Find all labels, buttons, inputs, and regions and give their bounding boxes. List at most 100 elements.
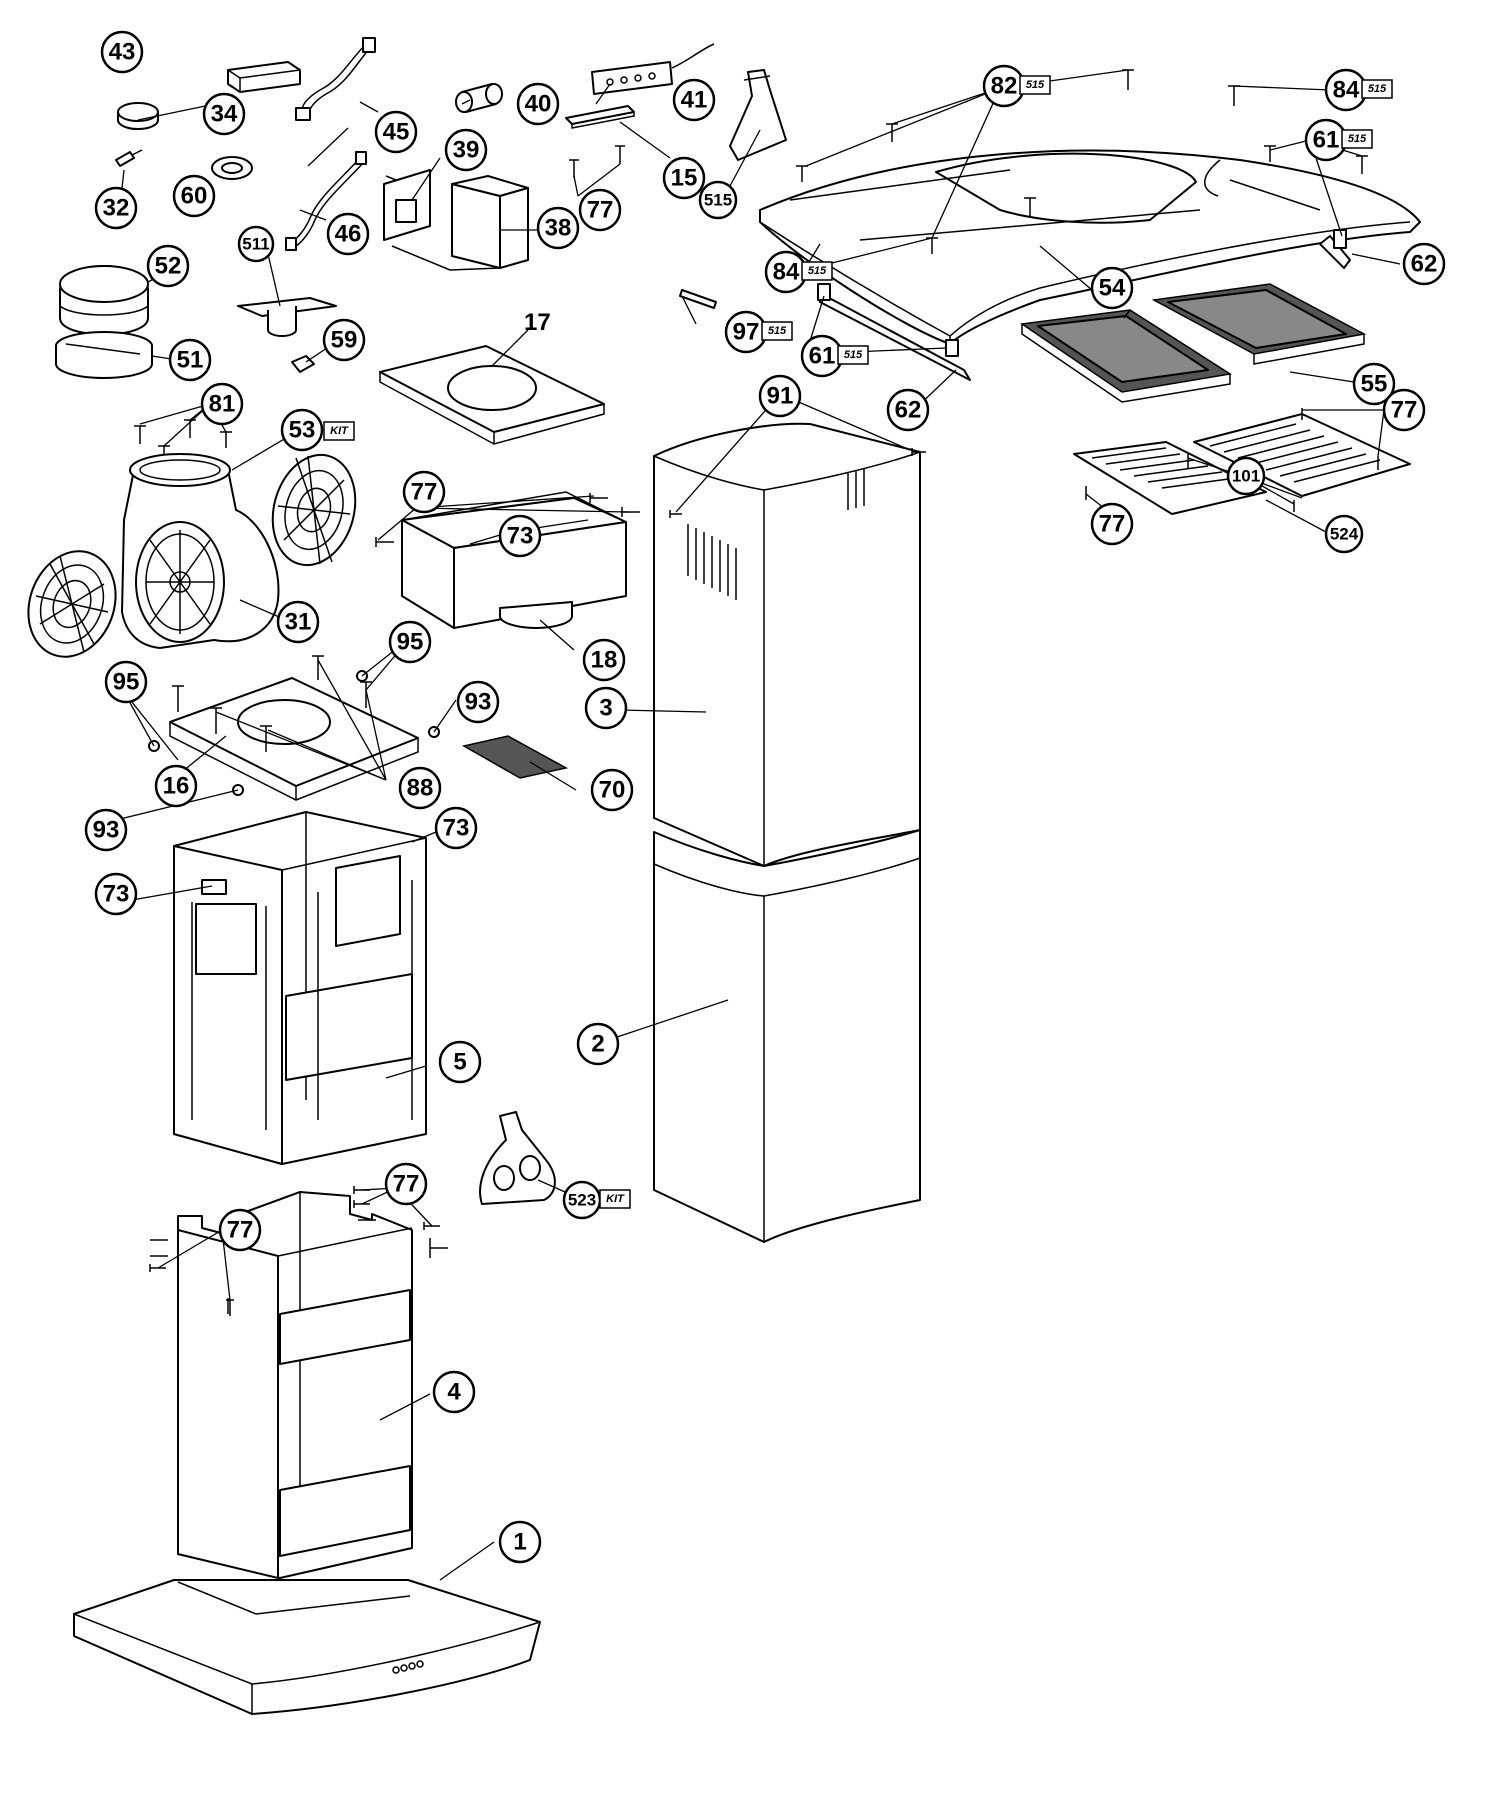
callout-17: 17 xyxy=(524,309,551,336)
tag-84b-515: 515 xyxy=(808,265,827,277)
callout-45: 45 xyxy=(383,119,410,146)
callout-60: 60 xyxy=(181,183,208,210)
part-38-junction-box xyxy=(391,175,529,271)
part-41-control-board xyxy=(591,43,715,95)
callout-2: 2 xyxy=(591,1031,604,1058)
callout-73-c: 73 xyxy=(103,881,130,908)
tag-82-515: 515 xyxy=(1026,79,1045,91)
callout-95-a: 95 xyxy=(397,629,424,656)
tag-61b-515: 515 xyxy=(844,349,863,361)
part-511-duct-connector xyxy=(237,297,337,337)
callout-51: 51 xyxy=(177,347,204,374)
part-43-cap xyxy=(117,102,159,130)
part-3-upper-chimney-cover xyxy=(653,422,921,867)
callout-34: 34 xyxy=(211,101,238,128)
callout-41: 41 xyxy=(681,87,708,114)
part-55-grease-filters xyxy=(1019,283,1367,403)
callout-77-f: 77 xyxy=(1099,511,1126,538)
screws-91 xyxy=(669,448,926,518)
tag-97-515: 515 xyxy=(768,325,787,337)
callout-15: 15 xyxy=(671,165,698,192)
part-40-capacitor xyxy=(455,83,503,113)
part-523-paint-kit xyxy=(479,1111,556,1205)
part-39-transformer xyxy=(383,169,431,241)
part-15-bracket xyxy=(565,105,635,129)
part-51-flange-ring xyxy=(55,331,153,379)
callout-511: 511 xyxy=(242,235,269,254)
part-32-small-component xyxy=(115,149,143,167)
callout-balloons: 43 34 45 32 60 46 39 38 40 41 15 77 515 … xyxy=(84,30,1446,1564)
part-97-allen-key xyxy=(679,289,717,309)
callout-32: 32 xyxy=(103,195,130,222)
part-524-vent-panels xyxy=(1073,408,1411,515)
callout-81: 81 xyxy=(209,391,236,418)
part-46-wire xyxy=(285,151,367,251)
callout-61-b: 61 xyxy=(809,343,836,370)
part-18-blower-housing xyxy=(401,491,627,629)
callout-62-b: 62 xyxy=(895,397,922,424)
tag-84a-515: 515 xyxy=(1368,83,1387,95)
callout-62-a: 62 xyxy=(1411,251,1438,278)
callout-77-b: 77 xyxy=(411,479,438,506)
part-61-fittings xyxy=(817,229,1347,357)
part-45-wire-harness xyxy=(295,37,376,121)
callout-73-b: 73 xyxy=(443,815,470,842)
part-5-chimney-frame xyxy=(173,811,427,1165)
callout-55: 55 xyxy=(1361,371,1388,398)
callout-77-c: 77 xyxy=(393,1171,420,1198)
callout-95-b: 95 xyxy=(113,669,140,696)
callout-59: 59 xyxy=(331,327,358,354)
part-grille-left xyxy=(27,550,117,658)
part-2-lower-chimney-cover xyxy=(653,829,921,1243)
part-53-grille-kit xyxy=(271,453,357,567)
callout-523: 523 xyxy=(568,1191,596,1210)
callout-101: 101 xyxy=(1232,467,1260,486)
callout-70: 70 xyxy=(599,777,626,804)
callout-73-a: 73 xyxy=(507,523,534,550)
callout-18: 18 xyxy=(591,647,618,674)
tag-61a-515: 515 xyxy=(1348,133,1367,145)
tag-53-kit: KIT xyxy=(330,425,349,437)
callout-82: 82 xyxy=(991,73,1018,100)
callout-77-d: 77 xyxy=(227,1217,254,1244)
callout-524: 524 xyxy=(1330,525,1359,544)
callout-93-a: 93 xyxy=(465,689,492,716)
part-4-chimney-frame xyxy=(150,1191,448,1579)
callout-61-a: 61 xyxy=(1313,127,1340,154)
screws-77-top xyxy=(569,145,625,178)
callout-77-a: 77 xyxy=(587,197,614,224)
callout-93-b: 93 xyxy=(93,817,120,844)
callout-77-e: 77 xyxy=(1391,397,1418,424)
callout-4: 4 xyxy=(447,1379,461,1406)
callout-39: 39 xyxy=(453,137,480,164)
callout-84-b: 84 xyxy=(773,259,800,286)
callout-43: 43 xyxy=(109,39,136,66)
callout-88: 88 xyxy=(407,775,434,802)
part-70-mesh xyxy=(461,735,569,779)
callout-53: 53 xyxy=(289,417,316,444)
callout-40: 40 xyxy=(525,91,552,118)
tag-523-kit: KIT xyxy=(606,1193,625,1205)
callout-38: 38 xyxy=(545,215,572,242)
part-1-hood-canopy xyxy=(73,1579,541,1715)
part-34-block xyxy=(227,61,301,93)
callout-54: 54 xyxy=(1099,275,1126,302)
part-515-touch-up-pack xyxy=(729,69,787,161)
part-31-blower-motor xyxy=(121,453,280,649)
callout-52: 52 xyxy=(155,253,182,280)
callout-97: 97 xyxy=(733,319,760,346)
callout-5: 5 xyxy=(453,1049,466,1076)
part-16-mounting-plate xyxy=(169,655,419,801)
callout-515: 515 xyxy=(704,191,732,210)
callout-84-a: 84 xyxy=(1333,77,1360,104)
callout-31: 31 xyxy=(285,609,312,636)
callout-16: 16 xyxy=(163,773,190,800)
callout-1: 1 xyxy=(513,1529,526,1556)
part-60-ring xyxy=(211,156,253,180)
callout-3: 3 xyxy=(599,695,612,722)
callout-46: 46 xyxy=(335,221,362,248)
part-52-duct-cap xyxy=(59,265,149,336)
part-17-plate xyxy=(379,345,605,445)
callout-91: 91 xyxy=(767,383,794,410)
